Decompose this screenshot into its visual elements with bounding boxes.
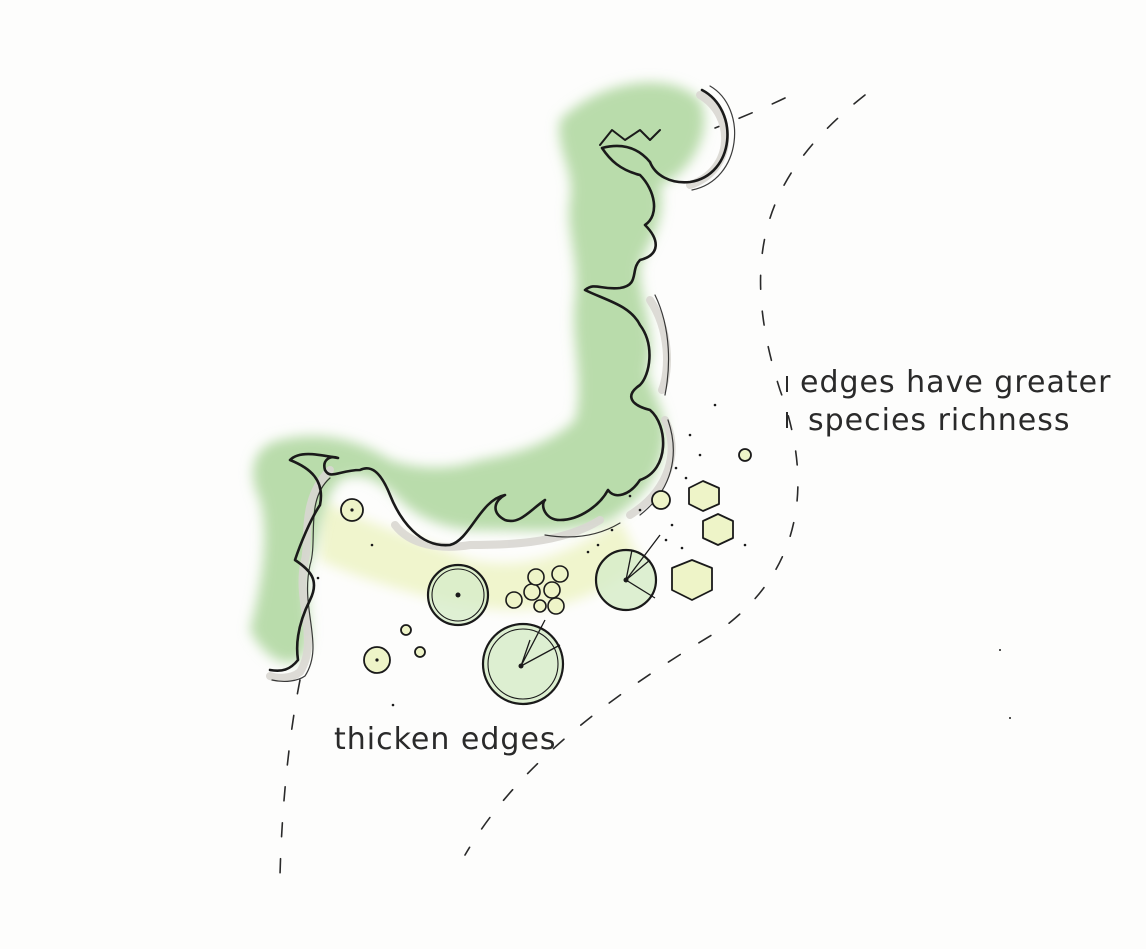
small-tree-f (739, 449, 751, 461)
small-tree-c (401, 625, 411, 635)
species-note-line-2: species richness (800, 402, 1111, 440)
dashed-line-left (280, 680, 300, 875)
note-tick-1 (786, 376, 788, 392)
small-tree-e (652, 491, 670, 509)
species-richness-note: edges have greater species richness (800, 364, 1111, 440)
hexagon-plant-a (689, 481, 719, 511)
note-tick-2 (786, 412, 788, 428)
hexagon-plant-c (672, 560, 712, 600)
large-tree-1 (428, 565, 488, 625)
species-note-line-1: edges have greater (800, 364, 1111, 402)
thicken-edges-note: thicken edges (334, 722, 557, 758)
hexagon-plant-b (703, 514, 733, 545)
small-tree-d (415, 647, 425, 657)
hexagon-plant-group (672, 481, 733, 600)
large-tree-2 (483, 620, 563, 704)
